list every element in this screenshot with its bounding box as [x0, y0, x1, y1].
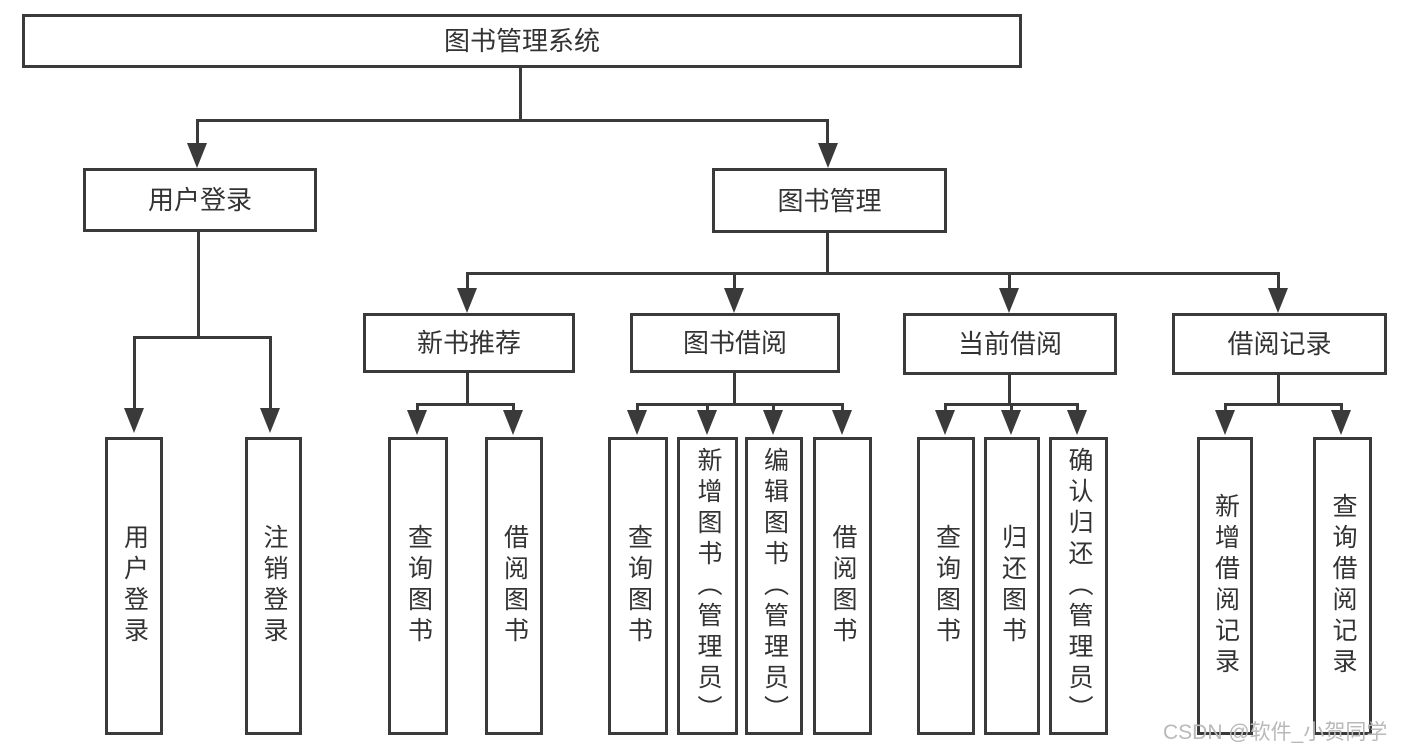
- connector-line: [826, 233, 829, 272]
- connector-line: [1340, 403, 1343, 413]
- node-new-book-recommend: 新书推荐: [363, 313, 575, 373]
- node-leaf-return-books: 归还图书: [984, 437, 1040, 735]
- node-leaf-confirm-return-admin-label: 确认归还（管理员）: [1065, 446, 1093, 726]
- arrow-down-icon: [763, 410, 783, 435]
- node-leaf-logout: 注销登录: [245, 437, 302, 735]
- connector-line: [519, 68, 522, 119]
- node-borrow-records: 借阅记录: [1172, 313, 1387, 375]
- node-leaf-edit-books-admin: 编辑图书（管理员）: [745, 437, 803, 735]
- connector-line: [636, 403, 844, 406]
- connector-line: [416, 403, 419, 413]
- connector-line: [1010, 403, 1013, 413]
- connector-line: [1224, 403, 1227, 413]
- node-leaf-user-login: 用户登录: [105, 437, 163, 735]
- connector-line: [512, 403, 515, 413]
- arrow-down-icon: [187, 143, 207, 168]
- node-root: 图书管理系统: [22, 14, 1022, 68]
- node-current-borrow-label: 当前借阅: [957, 329, 1062, 359]
- node-leaf-query-books-current: 查询图书: [917, 437, 975, 735]
- connector-line: [196, 119, 199, 146]
- node-leaf-borrow-books-recommend: 借阅图书: [485, 437, 543, 735]
- node-leaf-query-books-borrow: 查询图书: [608, 437, 668, 735]
- connector-line: [733, 373, 736, 403]
- node-user-login-label: 用户登录: [147, 185, 252, 215]
- arrow-down-icon: [503, 410, 523, 435]
- connector-line: [706, 403, 709, 413]
- node-book-borrow: 图书借阅: [630, 313, 840, 373]
- node-leaf-confirm-return-admin: 确认归还（管理员）: [1049, 437, 1108, 735]
- connector-line: [1277, 375, 1280, 403]
- connector-line: [636, 403, 639, 413]
- arrow-down-icon: [1331, 410, 1351, 435]
- node-book-management: 图书管理: [712, 168, 947, 233]
- connector-line: [772, 403, 775, 413]
- connector-line: [1277, 272, 1280, 290]
- node-root-label: 图书管理系统: [443, 26, 600, 56]
- connector-line: [1224, 403, 1343, 406]
- node-leaf-borrow-books: 借阅图书: [813, 437, 872, 735]
- arrow-down-icon: [457, 288, 477, 313]
- node-leaf-add-borrow-record: 新增借阅记录: [1197, 437, 1253, 735]
- connector-line: [841, 403, 844, 413]
- connector-line: [826, 119, 829, 146]
- node-leaf-query-books-recommend: 查询图书: [388, 437, 448, 735]
- node-leaf-borrow-books-recommend-label: 借阅图书: [500, 524, 529, 648]
- arrow-down-icon: [1268, 288, 1288, 313]
- node-leaf-borrow-books-label: 借阅图书: [829, 524, 857, 648]
- node-leaf-add-borrow-record-label: 新增借阅记录: [1211, 493, 1240, 679]
- arrow-down-icon: [260, 408, 280, 433]
- connector-line: [1076, 403, 1079, 413]
- connector-line: [466, 272, 1280, 275]
- connector-line: [416, 403, 515, 406]
- node-new-book-recommend-label: 新书推荐: [416, 328, 521, 358]
- connector-line: [1008, 272, 1011, 290]
- connector-line: [133, 336, 272, 339]
- connector-line: [466, 272, 469, 290]
- connector-line: [733, 272, 736, 290]
- watermark: CSDN @软件_小贺同学: [1163, 721, 1388, 744]
- arrow-down-icon: [407, 410, 427, 435]
- connector-line: [196, 119, 829, 122]
- arrow-down-icon: [999, 288, 1019, 313]
- node-book-borrow-label: 图书借阅: [682, 328, 787, 358]
- node-user-login: 用户登录: [83, 168, 317, 232]
- connector-line: [269, 336, 272, 410]
- node-borrow-records-label: 借阅记录: [1227, 329, 1332, 359]
- node-leaf-user-login-label: 用户登录: [120, 524, 149, 648]
- arrow-down-icon: [818, 143, 838, 168]
- arrow-down-icon: [124, 408, 144, 433]
- connector-line: [944, 403, 947, 413]
- arrow-down-icon: [832, 410, 852, 435]
- connector-line: [1008, 375, 1011, 403]
- arrow-down-icon: [724, 288, 744, 313]
- arrow-down-icon: [627, 410, 647, 435]
- arrow-down-icon: [1215, 410, 1235, 435]
- arrow-down-icon: [697, 410, 717, 435]
- node-leaf-query-books-recommend-label: 查询图书: [404, 524, 433, 648]
- arrow-down-icon: [935, 410, 955, 435]
- connector-line: [466, 373, 469, 403]
- arrow-down-icon: [1067, 410, 1087, 435]
- node-leaf-query-borrow-record: 查询借阅记录: [1313, 437, 1372, 735]
- node-book-management-label: 图书管理: [777, 185, 882, 216]
- node-leaf-logout-label: 注销登录: [260, 524, 288, 648]
- connector-line: [133, 336, 136, 410]
- node-leaf-query-borrow-record-label: 查询借阅记录: [1329, 493, 1357, 679]
- node-leaf-edit-books-admin-label: 编辑图书（管理员）: [760, 446, 789, 726]
- arrow-down-icon: [1001, 410, 1021, 435]
- node-leaf-add-books-admin-label: 新增图书（管理员）: [694, 446, 722, 726]
- node-leaf-add-books-admin: 新增图书（管理员）: [677, 437, 738, 735]
- node-leaf-return-books-label: 归还图书: [998, 524, 1027, 648]
- node-leaf-query-books-borrow-label: 查询图书: [624, 524, 653, 648]
- connector-line: [197, 232, 200, 336]
- node-leaf-query-books-current-label: 查询图书: [932, 524, 961, 648]
- node-current-borrow: 当前借阅: [903, 313, 1117, 375]
